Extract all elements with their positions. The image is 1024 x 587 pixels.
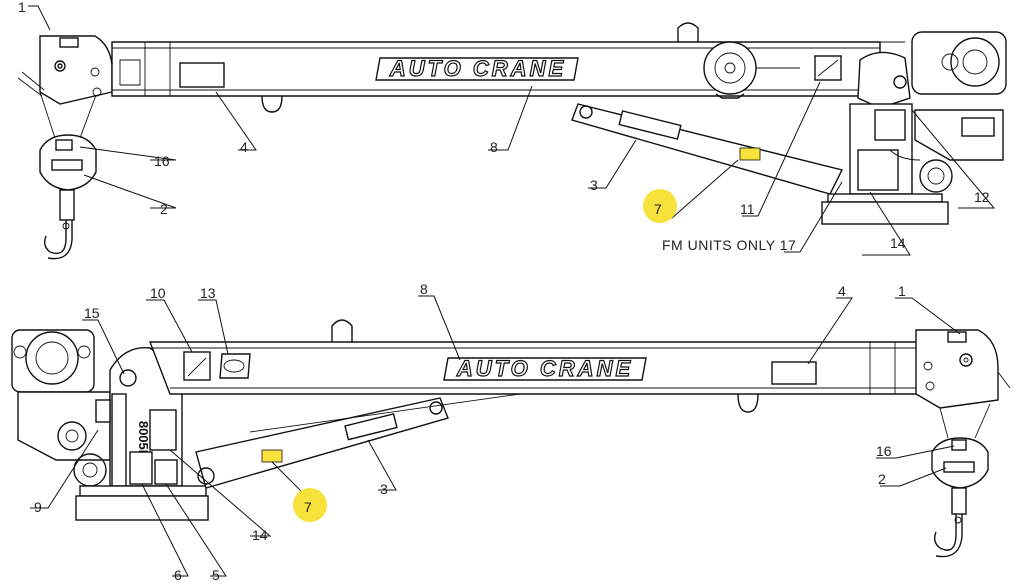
top-tip-decal-1 [59, 37, 79, 48]
bottom-callout-5: 5 [212, 567, 220, 583]
bottom-callout-16: 16 [876, 443, 892, 459]
top-callout-16: 16 [154, 153, 170, 169]
bottom-model-decal-15: 8005H [136, 421, 151, 459]
bottom-callout-1: 1 [898, 283, 906, 299]
top-boom: AUTO CRANE [111, 22, 905, 113]
bottom-hook-block [931, 437, 989, 558]
bottom-tip-decal-1 [947, 331, 967, 343]
bottom-cylinder-decal-3 [344, 413, 398, 441]
bottom-callout-2: 2 [878, 471, 886, 487]
top-callout-11: 11 [740, 201, 755, 217]
top-callouts: 1 16 2 4 8 3 7 11 12 14 FM UNITS ONLY 17 [18, 0, 990, 253]
top-cylinder [571, 103, 844, 195]
bottom-base-decal-9 [95, 399, 111, 423]
bottom-brand-text: AUTO CRANE [456, 356, 633, 381]
bottom-brand-decal-8 [443, 357, 647, 381]
bottom-highlighted-decal-7 [262, 450, 282, 462]
bottom-callout-10: 10 [150, 285, 166, 301]
top-crane-view: AUTO CRANE [17, 0, 1007, 260]
top-highlighted-decal-7 [740, 148, 760, 160]
top-callout-2: 2 [160, 201, 168, 217]
bottom-hook-decal-16 [951, 439, 967, 451]
bottom-callout-9: 9 [34, 499, 42, 515]
bottom-base-decal-5 [154, 459, 178, 485]
top-brand-text: AUTO CRANE [389, 56, 566, 81]
bottom-callout-15: 15 [84, 305, 100, 321]
top-callout-3: 3 [590, 177, 598, 193]
top-cylinder-decal-3 [618, 110, 682, 140]
bottom-cylinder [195, 393, 521, 489]
top-callout-1: 1 [18, 0, 26, 15]
top-base-decal-12 [961, 117, 995, 137]
bottom-boom-tip [915, 329, 1011, 439]
top-decal-4 [179, 62, 225, 88]
bottom-callout-8: 8 [420, 281, 428, 297]
top-base-decal-14 [857, 149, 899, 191]
top-callout-8: 8 [490, 139, 498, 155]
bottom-callout-7: 7 [304, 499, 312, 515]
bottom-callout-4: 4 [838, 283, 846, 299]
top-callout-4: 4 [240, 139, 248, 155]
bottom-callout-14: 14 [252, 527, 268, 543]
bottom-callout-6: 6 [174, 567, 182, 583]
bottom-callout-3: 3 [380, 481, 388, 497]
top-brand-decal-8 [375, 57, 579, 81]
bottom-base-decal-14 [149, 409, 177, 451]
bottom-boom: AUTO CRANE [148, 319, 919, 413]
bottom-base: 8005H [11, 329, 209, 521]
bottom-base-decal-6 [129, 451, 153, 485]
bottom-logo-decal-13 [219, 353, 251, 379]
bottom-decal-4 [771, 361, 817, 385]
bottom-callout-7-highlight [293, 488, 327, 522]
bottom-crane-view: 8005H AUTO CRANE [11, 281, 1011, 583]
bottom-hook-decal-2 [943, 461, 975, 473]
top-callout-14: 14 [890, 235, 906, 251]
top-leaders [28, 5, 996, 256]
top-hook-decal-2 [51, 159, 83, 171]
top-callout-7-highlight [643, 189, 677, 223]
top-base [821, 31, 1007, 225]
top-boom-tip [17, 35, 113, 105]
bottom-callouts: 15 10 13 8 4 1 9 6 5 14 3 7 16 2 [34, 281, 906, 583]
bottom-callout-13: 13 [200, 285, 216, 301]
top-hook-block [39, 91, 97, 260]
top-callout-12: 12 [974, 189, 990, 205]
top-callout-7: 7 [654, 201, 662, 217]
fm-units-only-label: FM UNITS ONLY 17 [662, 237, 796, 253]
